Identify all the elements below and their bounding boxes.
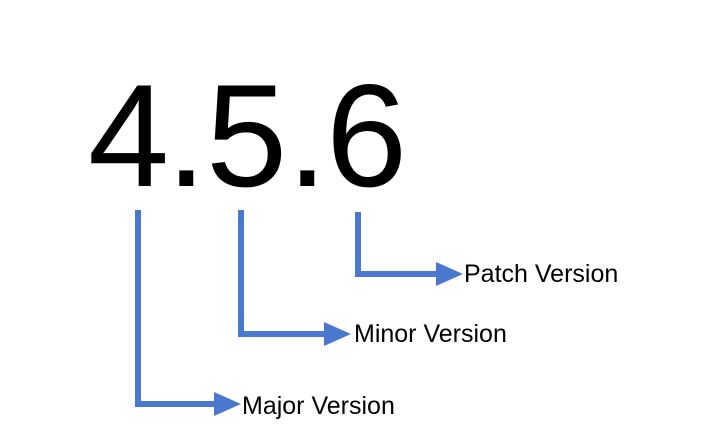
major-arrowhead bbox=[214, 392, 241, 416]
minor-digit: 5 bbox=[206, 54, 287, 217]
major-connector bbox=[135, 210, 241, 416]
separator-dot: . bbox=[287, 54, 328, 217]
major-version-label: Major Version bbox=[242, 392, 395, 420]
patch-connector bbox=[355, 212, 463, 286]
minor-version-label: Minor Version bbox=[354, 320, 507, 348]
patch-connector-line bbox=[355, 212, 438, 277]
minor-arrowhead bbox=[324, 322, 351, 346]
major-digit: 4 bbox=[88, 54, 169, 217]
minor-connector-line bbox=[238, 210, 326, 337]
patch-digit: 6 bbox=[326, 54, 407, 217]
separator-dot: . bbox=[166, 54, 207, 217]
minor-connector bbox=[238, 210, 351, 346]
major-connector-line bbox=[135, 210, 216, 407]
patch-version-label: Patch Version bbox=[464, 260, 618, 288]
version-number: 4 . 5 . 6 bbox=[88, 54, 407, 217]
patch-arrowhead bbox=[436, 262, 463, 286]
